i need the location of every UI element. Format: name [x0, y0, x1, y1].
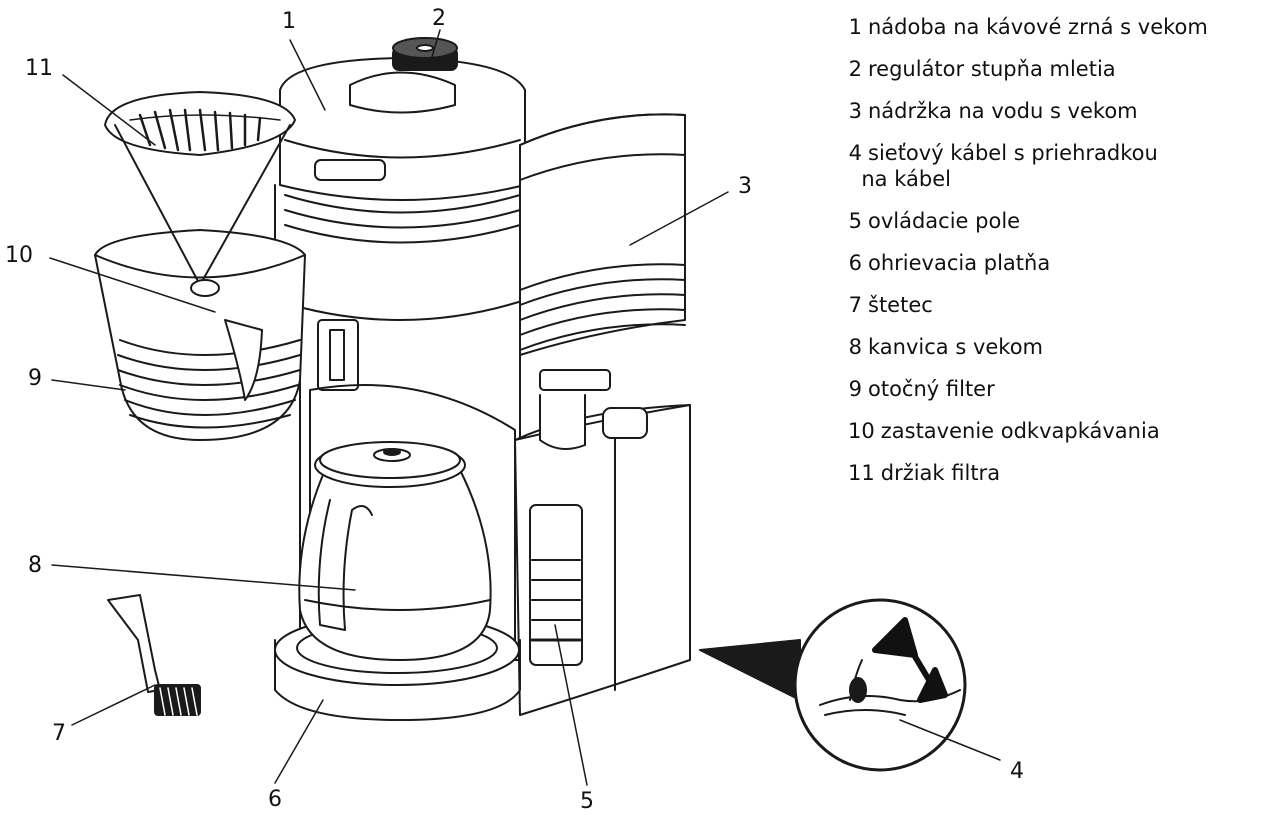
callout-7: 7 — [52, 721, 66, 746]
callout-2: 2 — [432, 6, 446, 31]
callout-9: 9 — [28, 366, 42, 391]
callout-10: 10 — [5, 243, 33, 268]
callout-1: 1 — [282, 9, 296, 34]
callout-6: 6 — [268, 787, 282, 812]
callout-8: 8 — [28, 553, 42, 578]
callout-5: 5 — [580, 789, 594, 814]
cleaning-brush — [107, 594, 201, 716]
cable-arrow-icon — [872, 617, 948, 703]
bean-container — [274, 57, 526, 321]
callout-4: 4 — [1010, 759, 1024, 784]
leader-lines — [49, 29, 1001, 786]
callout-numbers: 1 2 3 4 5 6 7 8 9 10 11 — [5, 6, 1024, 814]
grind-dial — [392, 37, 458, 71]
filter-holder — [104, 91, 296, 297]
control-panel — [529, 504, 583, 666]
water-tank — [519, 113, 686, 391]
swivel-filter — [94, 229, 306, 441]
cable-detail — [699, 598, 967, 772]
carafe — [298, 441, 492, 661]
callout-3: 3 — [738, 174, 752, 199]
callout-11: 11 — [25, 56, 53, 81]
